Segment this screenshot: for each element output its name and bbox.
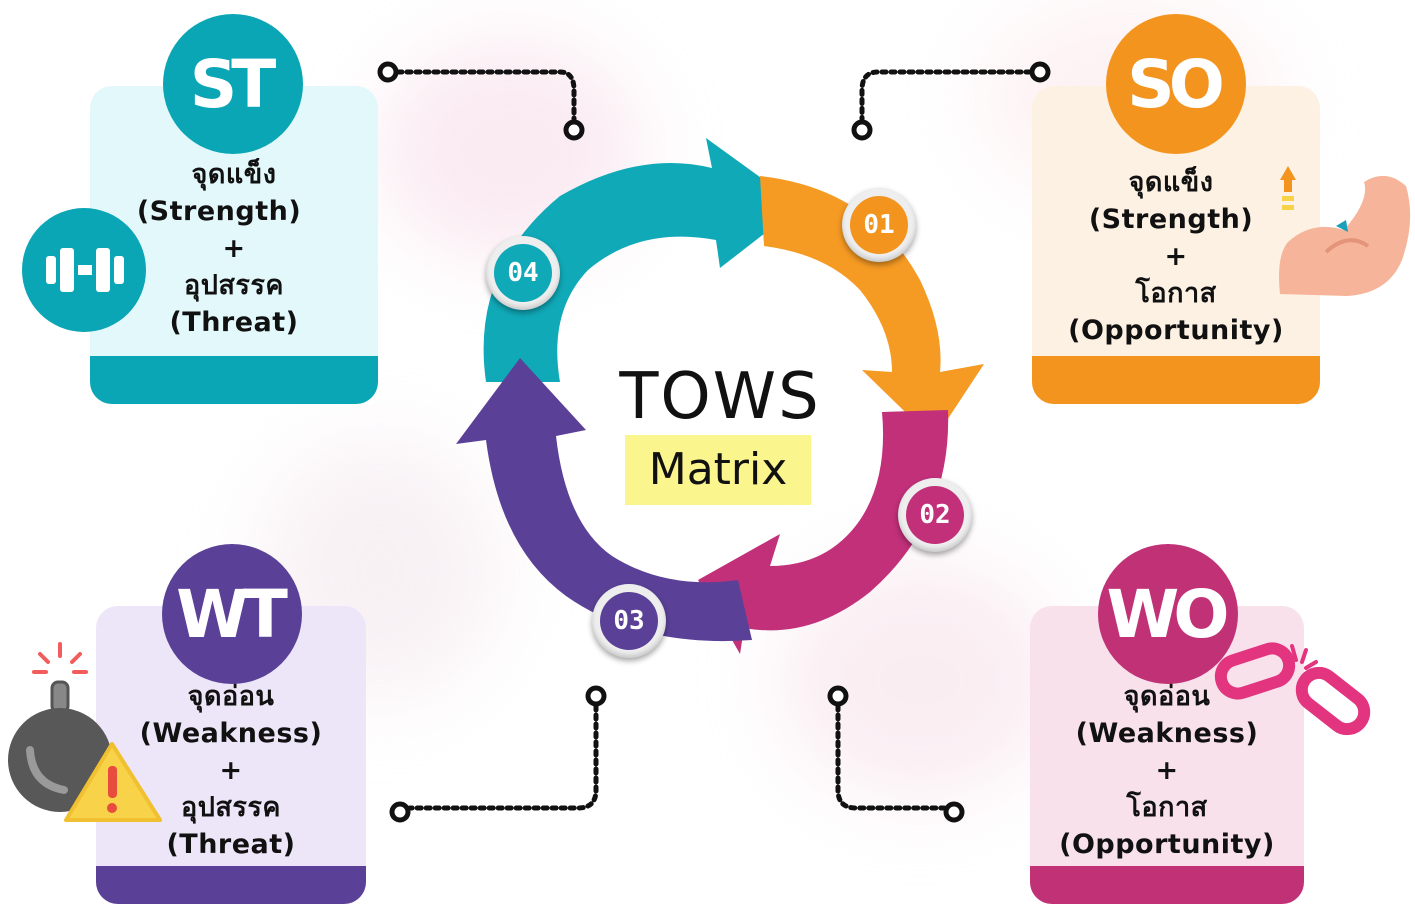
step-number: 02 [906, 486, 964, 544]
card-line: (Opportunity) [1068, 315, 1284, 346]
broken-chain-icon [1212, 640, 1376, 736]
card-line: จุดอ่อน [1123, 681, 1211, 712]
st-code: ST [189, 45, 277, 123]
card-bar [90, 356, 378, 404]
card-line: จุดแข็ง [191, 159, 277, 190]
bomb-warning-icon [4, 640, 164, 830]
card-text: จุดอ่อน (Weakness) + โอกาส (Opportunity) [1030, 678, 1304, 863]
card-line: อุปสรรค [184, 270, 284, 301]
step-number: 03 [600, 592, 658, 650]
wt-code: WT [176, 575, 288, 653]
step-badge-03: 03 [592, 584, 666, 658]
dumbbell-icon [22, 208, 146, 332]
card-line: จุดแข็ง [1128, 167, 1214, 198]
step-badge-04: 04 [486, 236, 560, 310]
card-line: อุปสรรค [181, 792, 281, 823]
connector-lines [395, 69, 1033, 811]
card-line: (Strength) [136, 196, 302, 227]
step-badge-02: 02 [898, 478, 972, 552]
center-title: TOWS [619, 360, 821, 434]
wo-code: WO [1106, 575, 1230, 653]
center-subtitle: Matrix [625, 435, 811, 505]
card-bar [1030, 866, 1304, 904]
wo-badge: WO [1098, 544, 1238, 684]
st-badge: ST [163, 14, 303, 154]
card-line: (Weakness) [1075, 718, 1259, 749]
card-bar [96, 866, 366, 904]
card-line: โอกาส [1135, 278, 1217, 309]
card-text: จุดแข็ง (Strength) + โอกาส (Opportunity) [1032, 164, 1320, 349]
step-number: 04 [494, 244, 552, 302]
card-line: จุดอ่อน [187, 681, 275, 712]
cycle-arrow-purple [456, 358, 752, 642]
connector-endpoints [377, 61, 1051, 823]
card-text: จุดอ่อน (Weakness) + อุปสรรค (Threat) [96, 678, 366, 863]
cycle-arrow-orange [760, 176, 984, 440]
cycle-arrow-teal [483, 138, 800, 382]
so-code: SO [1127, 45, 1225, 123]
wt-badge: WT [162, 544, 302, 684]
flexed-arm-icon [1266, 160, 1412, 300]
cycle-arrow-magenta [698, 410, 949, 654]
card-line: (Threat) [166, 829, 296, 860]
card-line: + [1164, 241, 1188, 272]
card-line: (Strength) [1088, 204, 1254, 235]
card-line: + [219, 755, 243, 786]
card-line: + [1155, 755, 1179, 786]
card-text: จุดแข็ง (Strength) + อุปสรรค (Threat) [90, 156, 378, 341]
step-number: 01 [850, 196, 908, 254]
card-bar [1032, 356, 1320, 404]
step-badge-01: 01 [842, 188, 916, 262]
card-line: (Threat) [169, 307, 299, 338]
card-line: + [222, 233, 246, 264]
so-badge: SO [1106, 14, 1246, 154]
card-line: โอกาส [1126, 792, 1208, 823]
card-line: (Opportunity) [1059, 829, 1275, 860]
card-line: (Weakness) [139, 718, 323, 749]
